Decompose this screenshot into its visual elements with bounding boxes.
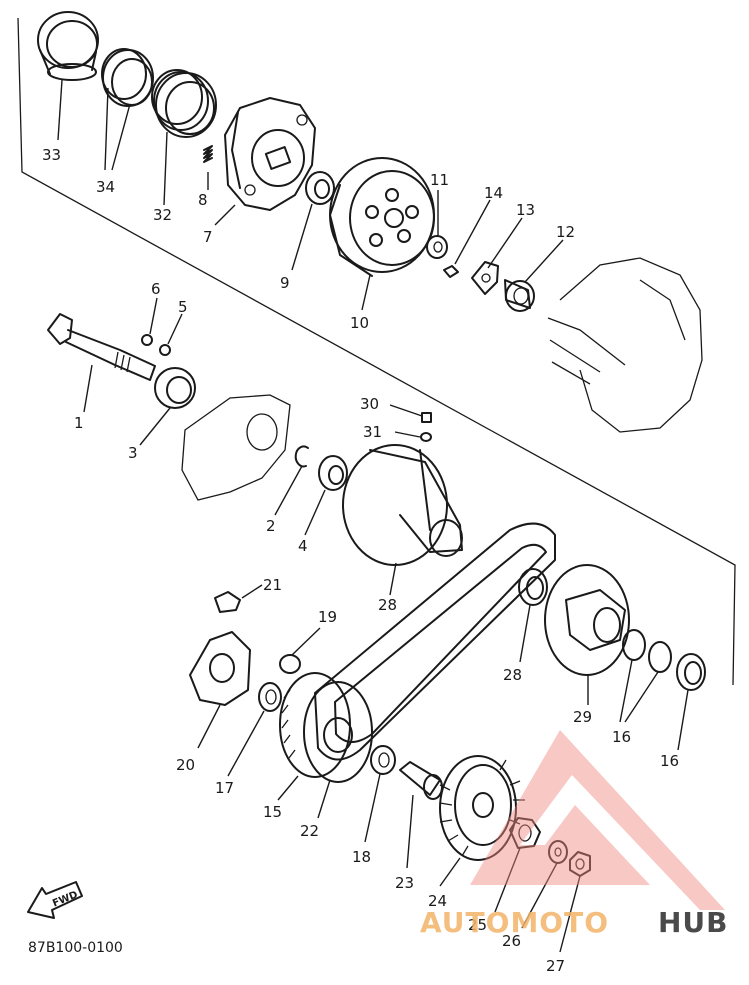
part-30-bolt	[421, 412, 432, 423]
part-6-bolt	[141, 334, 153, 346]
callout-22: 24	[428, 892, 447, 910]
callout-32: 32	[153, 206, 172, 224]
callout-16-left: 17	[215, 779, 234, 797]
fwd-arrow-icon	[27, 881, 83, 919]
part-28-oil-seal-lower	[676, 653, 706, 691]
callout-9: 9	[280, 274, 290, 292]
callout-19: 21	[263, 576, 282, 594]
part-23-nut	[509, 817, 541, 849]
callout-17: 19	[318, 608, 337, 626]
part-29-o-rings	[622, 629, 672, 673]
part-24-washer	[548, 840, 568, 864]
callout-18: 20	[176, 756, 195, 774]
part-16-collar-right	[370, 745, 396, 775]
drive-belt	[314, 522, 556, 761]
part-22-fan-sheave	[439, 755, 525, 861]
part-18-cam-plate	[189, 631, 251, 706]
part-32-clutch-spring	[151, 69, 217, 138]
part-7-clutch-carrier	[224, 97, 316, 211]
part-33-clutch-housing-ring	[37, 11, 99, 81]
part-4-bearing	[318, 455, 348, 491]
part-27-secondary-sheave	[544, 564, 630, 676]
part-16-collar-left	[258, 682, 282, 712]
callout-7: 7	[203, 228, 213, 246]
part-26-fixed-sheave	[342, 444, 463, 566]
fwd-label: FWD	[51, 889, 79, 909]
callout-21: 22	[300, 822, 319, 840]
part-28-oil-seal-upper	[518, 568, 548, 606]
transmission-cover-sketch	[181, 394, 291, 501]
part-11-nut	[426, 235, 448, 259]
watermark-text-right: HUB	[658, 906, 729, 939]
callout-2: 2	[266, 517, 276, 535]
part-31-washer	[420, 432, 432, 442]
callout-labels: 33 34 32 8 7 9 10 11 14 13 12 6 5 1 3 2 …	[42, 146, 679, 975]
callout-27: 29	[573, 708, 592, 726]
diagram-code: 87B100-0100	[28, 940, 123, 956]
callout-28-upper: 28	[503, 666, 522, 684]
callout-15: 15	[263, 803, 282, 821]
callout-1: 1	[74, 414, 84, 432]
part-17-weight-roller	[279, 654, 301, 674]
part-2-circlip	[294, 445, 309, 468]
fwd-arrow: FWD	[27, 881, 83, 919]
watermark-logo: AUTOMOTO HUB	[420, 730, 729, 939]
part-10-clutch-drum	[329, 157, 435, 277]
callout-4: 4	[298, 537, 308, 555]
callout-8: 8	[198, 191, 208, 209]
callout-34: 34	[96, 178, 115, 196]
part-1-primary-shaft	[47, 313, 156, 381]
callout-25: 27	[546, 957, 565, 975]
callout-23: 25	[468, 916, 487, 934]
part-12-sleeve	[504, 279, 535, 312]
part-8-small-spring	[203, 145, 213, 163]
part-3-bearing	[154, 367, 196, 409]
callout-30: 30	[360, 395, 379, 413]
part-21-face-plate	[303, 681, 373, 783]
callout-14: 14	[484, 184, 503, 202]
callout-33: 33	[42, 146, 61, 164]
callout-29: 16	[612, 728, 631, 746]
part-14-bolt	[443, 265, 459, 278]
watermark-triangle-icon	[470, 730, 725, 910]
callout-3: 3	[128, 444, 138, 462]
callout-26: 28	[378, 596, 397, 614]
engine-case-sketch	[547, 257, 703, 433]
callout-12: 12	[556, 223, 575, 241]
callout-6: 6	[151, 280, 161, 298]
callout-13: 13	[516, 201, 535, 219]
callout-24: 26	[502, 932, 521, 950]
watermark-text-left: AUTOMOTO	[420, 906, 609, 939]
callout-11: 11	[430, 171, 449, 189]
part-15-movable-sheave	[279, 672, 351, 778]
part-19-slider-clip	[214, 591, 241, 613]
leader-lines	[57, 79, 689, 953]
part-34-spring-pair	[101, 48, 154, 107]
callout-20: 23	[395, 874, 414, 892]
callout-31: 31	[363, 423, 382, 441]
callout-16-right: 18	[352, 848, 371, 866]
callout-28-lower: 16	[660, 752, 679, 770]
part-25-nut	[569, 851, 591, 877]
callout-5: 5	[178, 298, 188, 316]
section-outline	[17, 17, 736, 686]
part-13-lock-plate	[471, 261, 499, 295]
part-20-sleeve	[399, 761, 443, 800]
callout-10: 10	[350, 314, 369, 332]
part-5-washer	[159, 344, 171, 356]
part-9-washer	[305, 171, 335, 205]
